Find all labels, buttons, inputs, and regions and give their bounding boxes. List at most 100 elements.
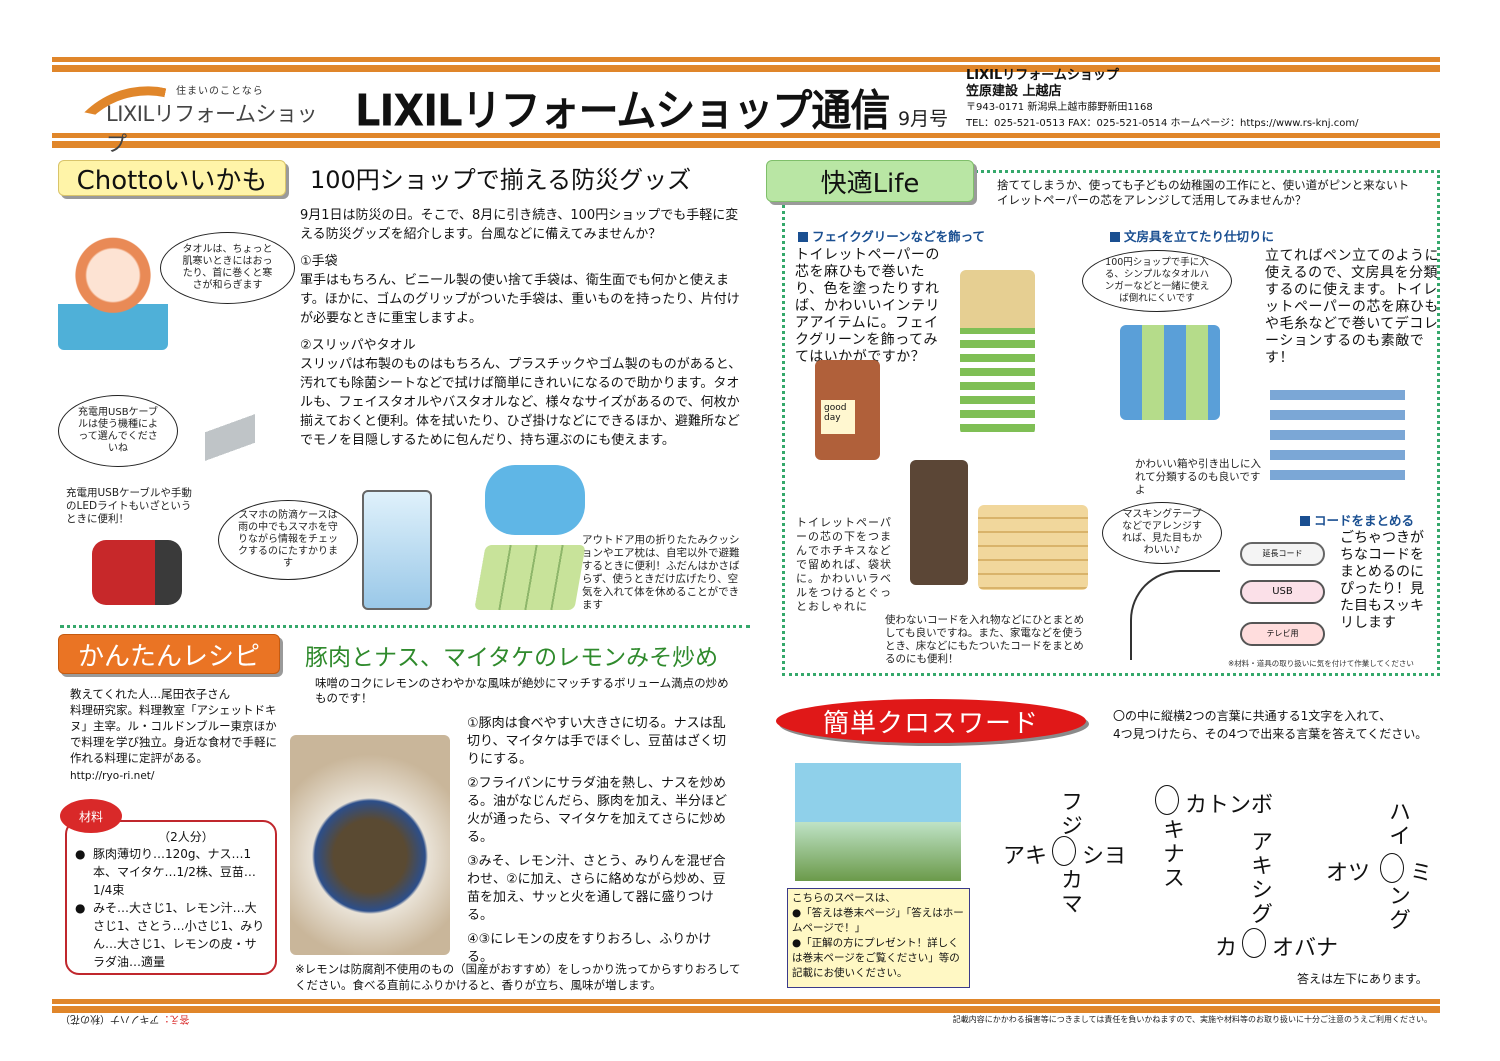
cord-crate-illustration	[978, 505, 1088, 590]
good-day-label: good day	[821, 400, 855, 434]
p2-right: カトンボ	[1185, 793, 1274, 818]
recipe-teacher: 教えてくれた人…尾田衣子さん 料理研究家。料理教室「アシェットドキヌ」主宰。ル・…	[70, 686, 285, 784]
header-band-bottom	[52, 133, 1440, 138]
servings: （2人分）	[158, 830, 214, 844]
issue-label: 9月号	[898, 108, 949, 130]
bubble-towel: タオルは、ちょっと肌寒いときにはおったり、首に巻くと寒さが和らぎます	[160, 232, 295, 304]
lixil-logo: 住まいのことなら LIXILリフォームショップ	[66, 76, 326, 132]
life-sub2-body: 立てればペン立てのように使えるので、文房具を分類するのに使えます。トイレットペー…	[1265, 248, 1439, 366]
caption-cord: 使わないコードを入れ物などにひとまとめしても良いですね。また、家電などを使うとき…	[885, 614, 1085, 665]
chotto-item1-body: 軍手はもちろん、ビニール製の使い捨て手袋は、衛生面でも何かと使えます。ほかに、ゴ…	[300, 273, 740, 326]
answer-hint: 答えは左下にあります。	[1297, 972, 1428, 986]
instruction-line: 4つ見つけたら、その4つで出来る言葉を答えてください。	[1113, 727, 1428, 741]
chotto-title: 100円ショップで揃える防災グッズ	[310, 166, 692, 194]
logo-tagline: 住まいのことなら	[176, 86, 264, 97]
life-tag: 快適Life	[766, 160, 974, 202]
life-subhead-1: フェイクグリーンなどを飾って	[798, 226, 985, 245]
crossword-answer-upside-down: 答え：アキノハナ（秋の花）	[60, 1013, 189, 1028]
p3-left: カ	[1215, 936, 1238, 961]
instruction-line: 〇の中に縦横2つの言葉に共通する1文字を入れて、	[1113, 709, 1392, 723]
answer-space-note: こちらのスペースは、 ●「答えは巻末ページ」「答えはホームページで！」 ●「正解…	[787, 888, 970, 988]
bubble-usb: 充電用USBケーブルは使う機種によって選んでくださいね	[58, 395, 178, 467]
tube-holder-illustration	[1120, 325, 1220, 420]
caption-usb: 充電用USBケーブルや手動のLEDライトもいざというときに便利！	[66, 487, 192, 525]
recipe-step: ②フライパンにサラダ油を熱し、ナスを炒める。油がなじんだら、豚肉を加え、半分ほど…	[467, 776, 728, 845]
caption-bag: トイレットペーパーの芯の下をつまんでホチキスなどで留めれば、袋状に。かわいいラベ…	[796, 516, 892, 613]
plant-tube-illustration: good day	[815, 360, 880, 460]
p3-blank-circle[interactable]	[1242, 928, 1266, 958]
ingredient-list: 豚肉薄切り…120g、ナス…1本、マイタケ…1/2株、豆苗…1/4束 みそ…大さ…	[75, 845, 267, 971]
shop-info: LIXILリフォームショップ 笠原建設 上越店 〒943-0171 新潟県上越市…	[966, 68, 1358, 132]
p3-top: アキシグ	[1247, 830, 1272, 926]
chotto-intro: 9月1日は防災の日。そこで、8月に引き続き、100円ショップでも手軽に変える防災…	[300, 208, 739, 242]
autumn-sky-illustration	[795, 763, 961, 881]
chotto-item1-head: ①手袋	[300, 254, 338, 269]
cord-wrap-usb: USB	[1240, 580, 1325, 604]
caption-cushion: アウトドア用の折りたたみクッションやエア枕は、自宅以外で避難するときに便利！ふだ…	[582, 534, 740, 611]
girl-illustration	[58, 235, 168, 350]
ingredient-item: みそ…大さじ1、レモン汁…大さじ1、さとう…小さじ1、みりん…大さじ1、レモンの…	[75, 899, 267, 971]
ingredient-item: 豚肉薄切り…120g、ナス…1本、マイタケ…1/2株、豆苗…1/4束	[75, 845, 267, 899]
p1-top: フジ	[1057, 790, 1082, 838]
bag-illustration	[910, 460, 968, 585]
chotto-item2-body: スリッパは布製のものはもちろん、プラスチックやゴム製のものがあると、汚れても除菌…	[300, 357, 742, 448]
note-line: こちらのスペースは、	[792, 892, 896, 904]
teacher-profile: 料理研究家。料理教室「アシェットドキヌ」主宰。ル・コルドンブルー東京ほかで料理を…	[70, 703, 277, 765]
footer-band-2	[52, 1006, 1440, 1013]
life-subhead-3: コードをまとめる	[1300, 510, 1414, 529]
recipe-photo	[290, 735, 450, 955]
note-line: ●「正解の方にプレゼント！詳しくは巻末ページをご覧ください」等の記載にお使いくだ…	[792, 937, 960, 979]
recipe-tag: かんたんレシピ	[58, 634, 280, 674]
p4-top: ハイ	[1385, 800, 1410, 848]
recipe-intro: 味噌のコクにレモンのさわやかな風味が絶妙にマッチするボリューム満点の炒めものです…	[315, 676, 729, 705]
recipe-step: ①豚肉は食べやすい大きさに切る。ナスは乱切り、マイタケは手でほぐし、豆苗はざく切…	[467, 716, 726, 767]
air-pillow-illustration	[485, 465, 585, 535]
materials-box: （2人分） 豚肉薄切り…120g、ナス…1本、マイタケ…1/2株、豆苗…1/4束…	[65, 820, 277, 975]
recipe-title: 豚肉とナス、マイタケのレモンみそ炒め	[305, 645, 719, 671]
chotto-tag: Chottoいいかも	[58, 160, 286, 196]
cord-wrap-tv: テレビ用	[1240, 622, 1325, 646]
logo-name: LIXILリフォームショップ	[106, 102, 318, 156]
header-band-bottom-2	[52, 141, 1440, 148]
newsletter-title: LIXILリフォームショップ通信	[355, 86, 890, 137]
life-intro: 捨ててしまうか、使っても子どもの幼稚園の工作にと、使い道がピンと来ないトイレット…	[997, 178, 1410, 207]
square-icon	[1300, 516, 1310, 526]
p1-bottom: カマ	[1057, 868, 1082, 916]
shop-contact: TEL：025-521-0513 FAX：025-521-0514 ホームページ…	[966, 118, 1359, 129]
life-sub1-body: トイレットペーパーの芯を麻ひもで巻いたり、色を塗ったりすれば、かわいいインテリア…	[795, 247, 940, 365]
header-band-top-2	[52, 65, 1440, 72]
pen-box-illustration	[1270, 380, 1405, 490]
p2-bottom: キナス	[1159, 818, 1184, 890]
answer-value: アキノハナ（秋の花）	[60, 1013, 160, 1024]
hair-dryer-cord-illustration	[1130, 570, 1220, 660]
recipe-note: ※レモンは防腐剤不使用のもの（国産がおすすめ）をしっかり洗ってからすりおろしてく…	[295, 962, 741, 992]
p1-right: シヨ	[1082, 844, 1127, 869]
life-sub3-body: ごちゃつきがちなコードをまとめるのにぴったり！見た目もスッキリします	[1340, 530, 1424, 631]
life-disclaimer: ※材料・道具の取り扱いに気を付けて作業してください	[1228, 659, 1414, 668]
p4-left: オツ	[1326, 861, 1371, 886]
p2-blank-circle[interactable]	[1155, 785, 1179, 815]
shop-brand: LIXILリフォームショップ	[966, 68, 1119, 83]
led-light-illustration	[92, 540, 182, 605]
chotto-item2-head: ②スリッパやタオル	[300, 338, 416, 353]
hanging-green-illustration	[960, 270, 1035, 435]
recipe-steps: ①豚肉は食べやすい大きさに切る。ナスは乱切り、マイタケは手でほぐし、豆苗はざく切…	[467, 715, 737, 967]
p4-blank-circle[interactable]	[1380, 853, 1404, 883]
footer-band-1	[52, 999, 1440, 1004]
bubble-hanger: 100円ショップで手に入る、シンプルなタオルハンガーなどと一緒に使えば倒れにくい…	[1082, 250, 1232, 312]
p4-right: ミ	[1410, 861, 1433, 886]
cord-wrap-extension: 延長コード	[1240, 542, 1325, 566]
bubble-tape: マスキングテープなどでアレンジすれば、見た目もかわいい♪	[1102, 502, 1222, 564]
teacher-url[interactable]: http://ryo-ri.net/	[70, 770, 155, 782]
bubble-phone: スマホの防滴ケースは雨の中でもスマホを守りながら情報をチェックするのにたすかりま…	[218, 500, 358, 580]
square-icon	[798, 232, 808, 242]
header-band-top	[52, 57, 1440, 62]
crossword-instruction: 〇の中に縦横2つの言葉に共通する1文字を入れて、 4つ見つけたら、その4つで出来…	[1113, 707, 1427, 743]
p1-blank-circle[interactable]	[1052, 836, 1076, 866]
shop-name: 笠原建設 上越店	[966, 84, 1062, 99]
cushion-illustration	[474, 545, 586, 610]
caption-box: かわいい箱や引き出しに入れて分類するのも良いですよ	[1135, 458, 1261, 496]
p4-bottom: ング	[1385, 884, 1410, 932]
phone-case-illustration	[362, 490, 432, 610]
recipe-step: ③みそ、レモン汁、さとう、みりんを混ぜ合わせ、②に加え、さらに絡めながら炒め、豆…	[467, 854, 726, 923]
